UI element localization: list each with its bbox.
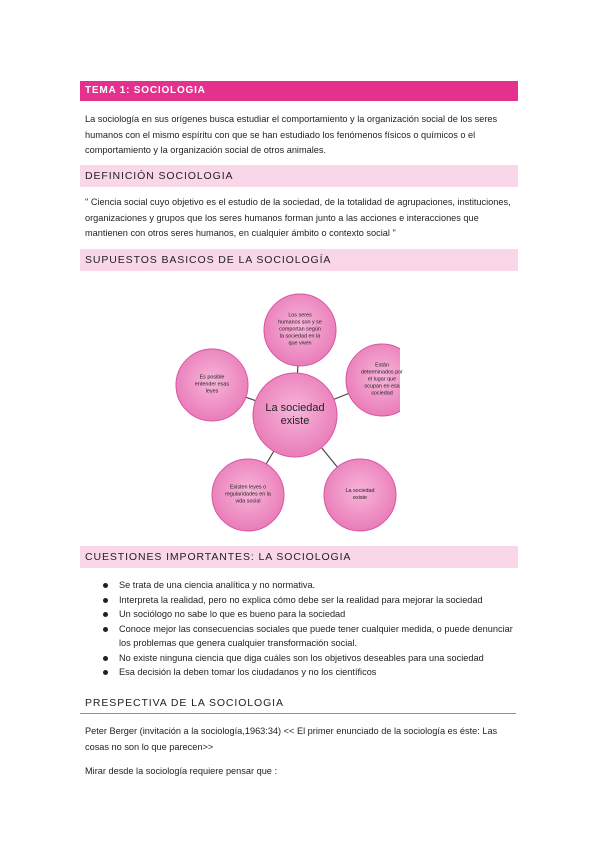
cuestiones-item: Esa decisión la deben tomar los ciudadan…: [85, 665, 515, 680]
diagram-node-label: Los seres humanos son y se comportan seg…: [278, 312, 322, 347]
cuestiones-item-text: Conoce mejor las consecuencias sociales …: [119, 623, 513, 649]
cuestiones-item-text: Un sociólogo no sabe lo que es bueno par…: [119, 609, 346, 619]
cuestiones-item-text: Interpreta la realidad, pero no explica …: [119, 594, 483, 605]
definicion-text: " Ciencia social cuyo objetivo es el est…: [85, 197, 511, 238]
cuestiones-item: Un sociólogo no sabe lo que es bueno par…: [85, 607, 515, 622]
cuestiones-item: Conoce mejor las consecuencias sociales …: [85, 622, 515, 651]
diagram-node-label: Existen leyes o regularidades en la vida…: [225, 484, 271, 505]
cuestiones-item-text: Se trata de una ciencia analítica y no n…: [119, 580, 316, 590]
diagram-center-node: [252, 372, 338, 458]
supuestos-heading: SUPUESTOS BASICOS DE LA SOCIOLOGÍA: [80, 249, 518, 271]
cuestiones-item-text: Esa decisión la deben tomar los ciudadan…: [119, 667, 377, 677]
diagram-node-label: Están determinados por el lugar que ocup…: [361, 362, 403, 397]
page-title: TEMA 1: SOCIOLOGIA: [80, 81, 518, 101]
diagram-center-label: La sociedad existe: [265, 402, 325, 427]
diagram-node-label: La sociedad existe: [345, 488, 375, 501]
diagram-outer-node: [323, 458, 397, 532]
berger-quote: Peter Berger (invitación a la sociología…: [85, 726, 498, 752]
bullet-icon: [103, 597, 108, 603]
diagram-nodes: [175, 293, 419, 532]
diagram-node-label: Es posible entender esas leyes: [194, 374, 230, 395]
definicion-heading: DEFINICIÓN SOCIOLOGIA: [80, 165, 518, 187]
mirar-text: Mirar desde la sociología requiere pensa…: [85, 766, 278, 776]
diagram-outer-node: [263, 293, 337, 367]
bullet-icon: [103, 626, 108, 632]
diagram-svg: [175, 293, 419, 532]
diagram-outer-node: [175, 348, 249, 422]
diagram-outer-node: [211, 458, 285, 532]
supuestos-diagram: Los seres humanos son y se comportan seg…: [160, 280, 419, 550]
bullet-icon: [103, 612, 108, 617]
prespectiva-heading: PRESPECTIVA DE LA SOCIOLOGIA: [80, 694, 516, 714]
cuestiones-item: Interpreta la realidad, pero no explica …: [85, 593, 515, 608]
cuestiones-list: Se trata de una ciencia analítica y no n…: [85, 578, 515, 680]
intro-paragraph: La sociología en sus orígenes busca estu…: [85, 114, 498, 155]
bullet-icon: [103, 655, 108, 661]
cuestiones-heading: CUESTIONES IMPORTANTES: LA SOCIOLOGIA: [80, 546, 518, 568]
cuestiones-item-text: No existe ninguna ciencia que diga cuále…: [119, 652, 484, 663]
bullet-icon: [103, 670, 108, 675]
cuestiones-item: Se trata de una ciencia analítica y no n…: [85, 578, 515, 593]
bullet-icon: [103, 583, 108, 588]
cuestiones-item: No existe ninguna ciencia que diga cuále…: [85, 651, 515, 666]
